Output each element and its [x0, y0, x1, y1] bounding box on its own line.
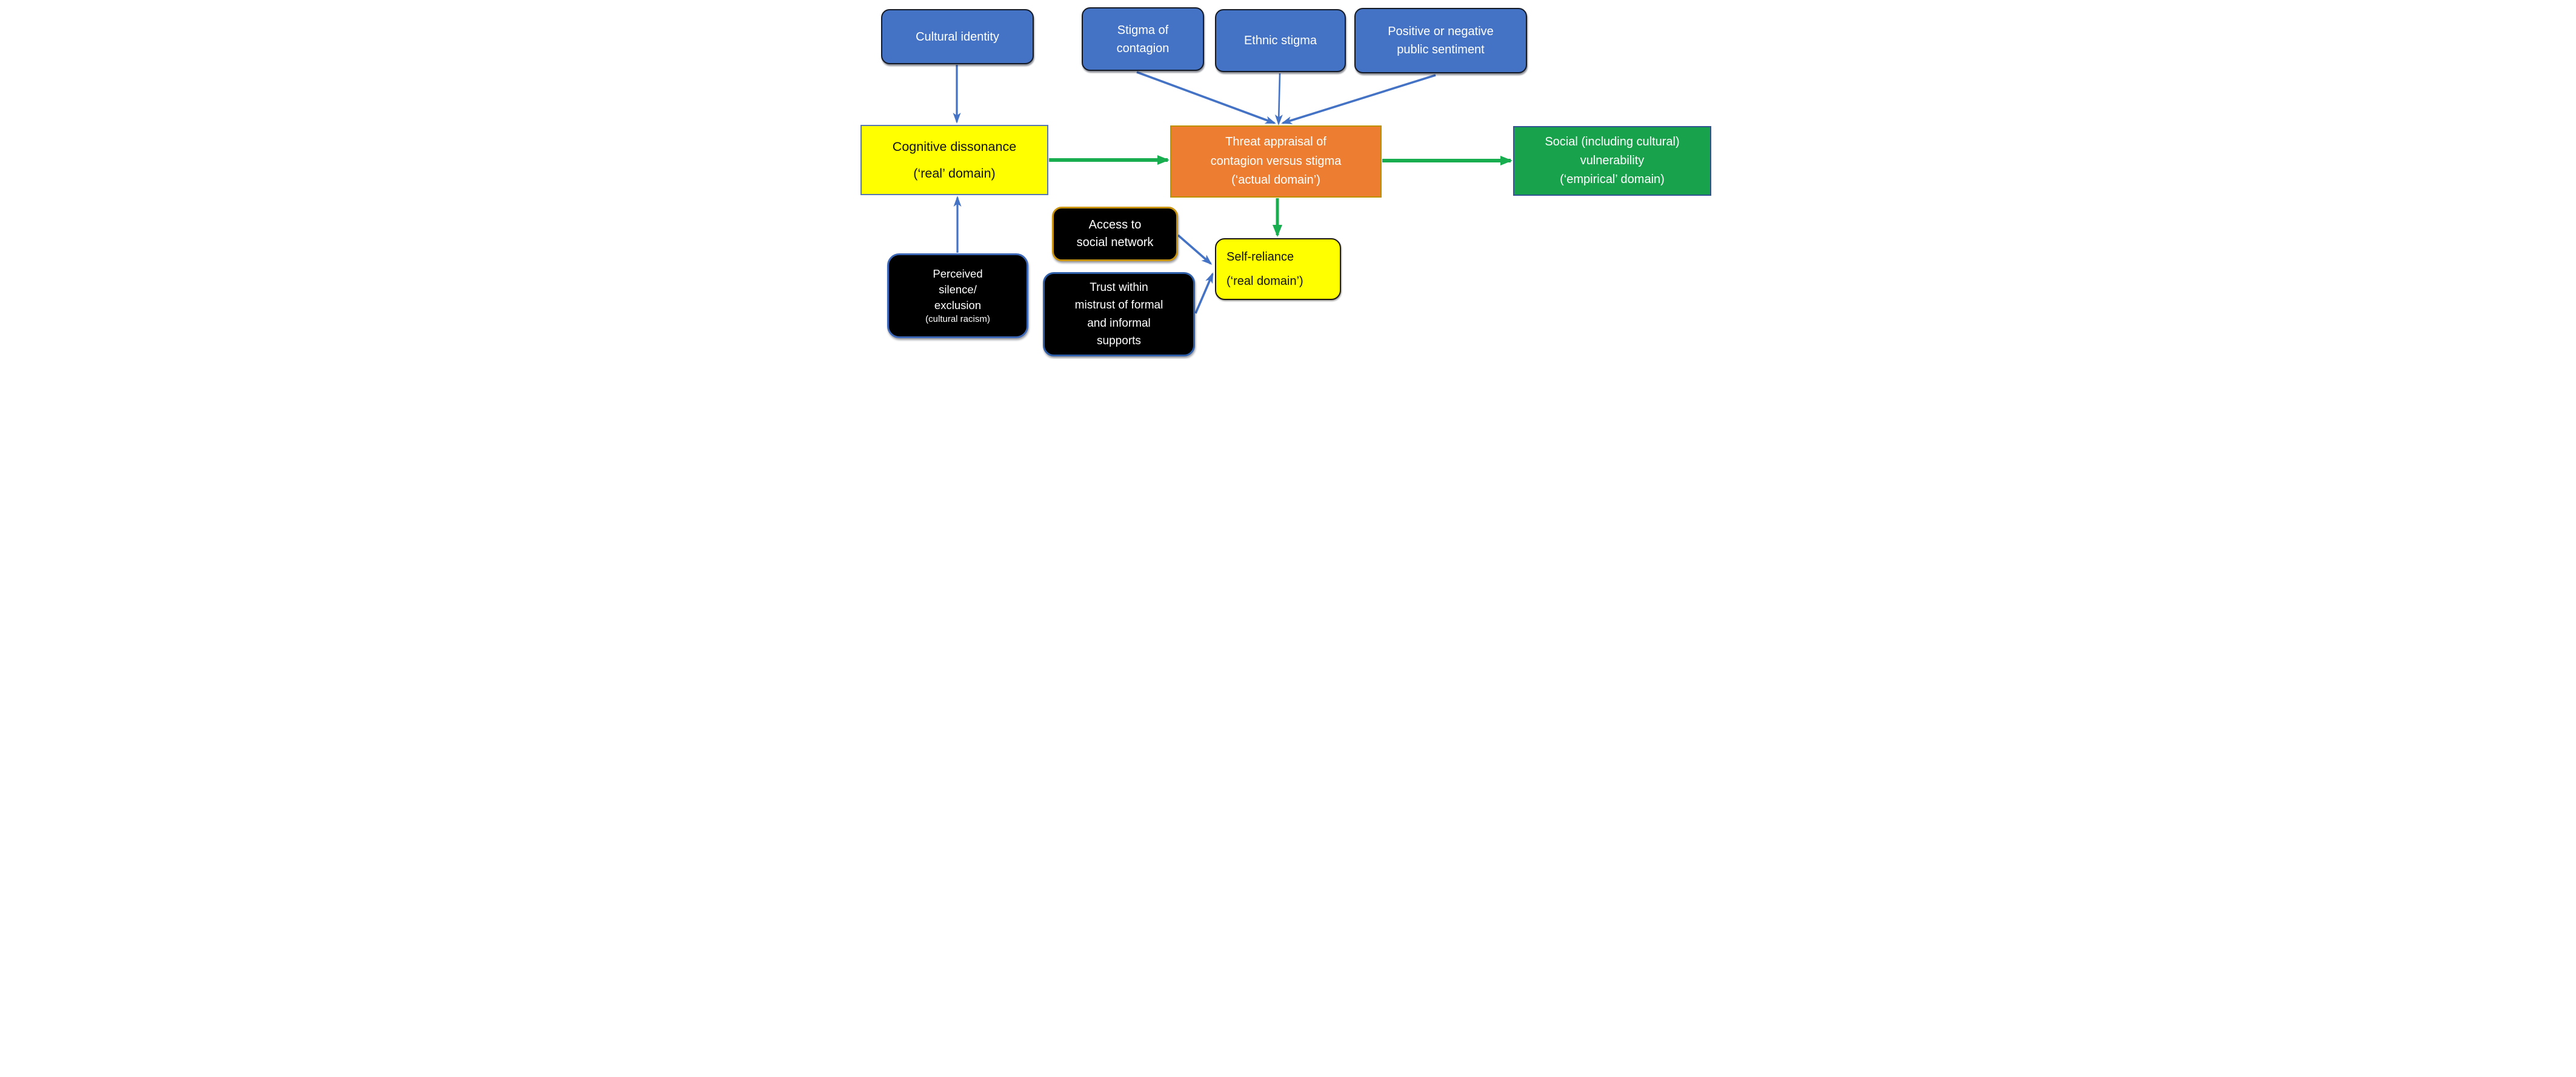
node-ethnic-stigma-label: Ethnic stigma [1243, 34, 1317, 47]
node-public-sentiment-label: Positive or negative public sentiment [1388, 25, 1494, 56]
arrow-stigma_contagion-to-threat_appraisal [1136, 71, 1276, 124]
node-public-sentiment: Positive or negative public sentiment [1354, 8, 1527, 73]
node-threat-appraisal-label: Threat appraisal of contagion versus sti… [1210, 135, 1342, 187]
node-perceived-silence-sublabel: (cultural racism) [925, 314, 990, 325]
node-ethnic-stigma: Ethnic stigma [1215, 9, 1346, 72]
node-cognitive-dissonance: Cognitive dissonance (‘real’ domain) [860, 125, 1048, 195]
node-perceived-silence-label: Perceived silence/ exclusion [933, 267, 983, 312]
node-trust-mistrust: Trust within mistrust of formal and info… [1043, 272, 1195, 356]
node-cognitive-dissonance-label: Cognitive dissonance (‘real’ domain) [892, 139, 1017, 181]
arrow-trust_mistrust-to-self_reliance [1194, 272, 1214, 314]
node-self-reliance: Self-reliance (‘real domain’) [1215, 238, 1341, 300]
node-social-vulnerability-label: Social (including cultural) vulnerabilit… [1545, 135, 1680, 186]
node-perceived-silence: Perceived silence/ exclusion (cultural r… [887, 253, 1028, 338]
arrow-ethnic_stigma-to-threat_appraisal [1274, 73, 1283, 125]
node-stigma-of-contagion: Stigma of contagion [1082, 7, 1204, 71]
arrow-access_network-to-self_reliance [1177, 234, 1213, 265]
diagram-canvas: Cultural identity Stigma of contagion Et… [859, 0, 1717, 359]
node-cultural-identity-label: Cultural identity [916, 30, 999, 44]
node-stigma-of-contagion-label: Stigma of contagion [1116, 23, 1170, 55]
node-access-network-label: Access to social network [1076, 218, 1154, 249]
arrow-public_sentiment-to-threat_appraisal [1281, 74, 1436, 124]
node-self-reliance-label: Self-reliance (‘real domain’) [1226, 250, 1303, 288]
node-social-vulnerability: Social (including cultural) vulnerabilit… [1513, 126, 1711, 196]
node-trust-mistrust-label: Trust within mistrust of formal and info… [1074, 281, 1163, 347]
node-threat-appraisal: Threat appraisal of contagion versus sti… [1170, 125, 1382, 198]
node-access-network: Access to social network [1052, 207, 1178, 261]
node-cultural-identity: Cultural identity [881, 9, 1034, 64]
